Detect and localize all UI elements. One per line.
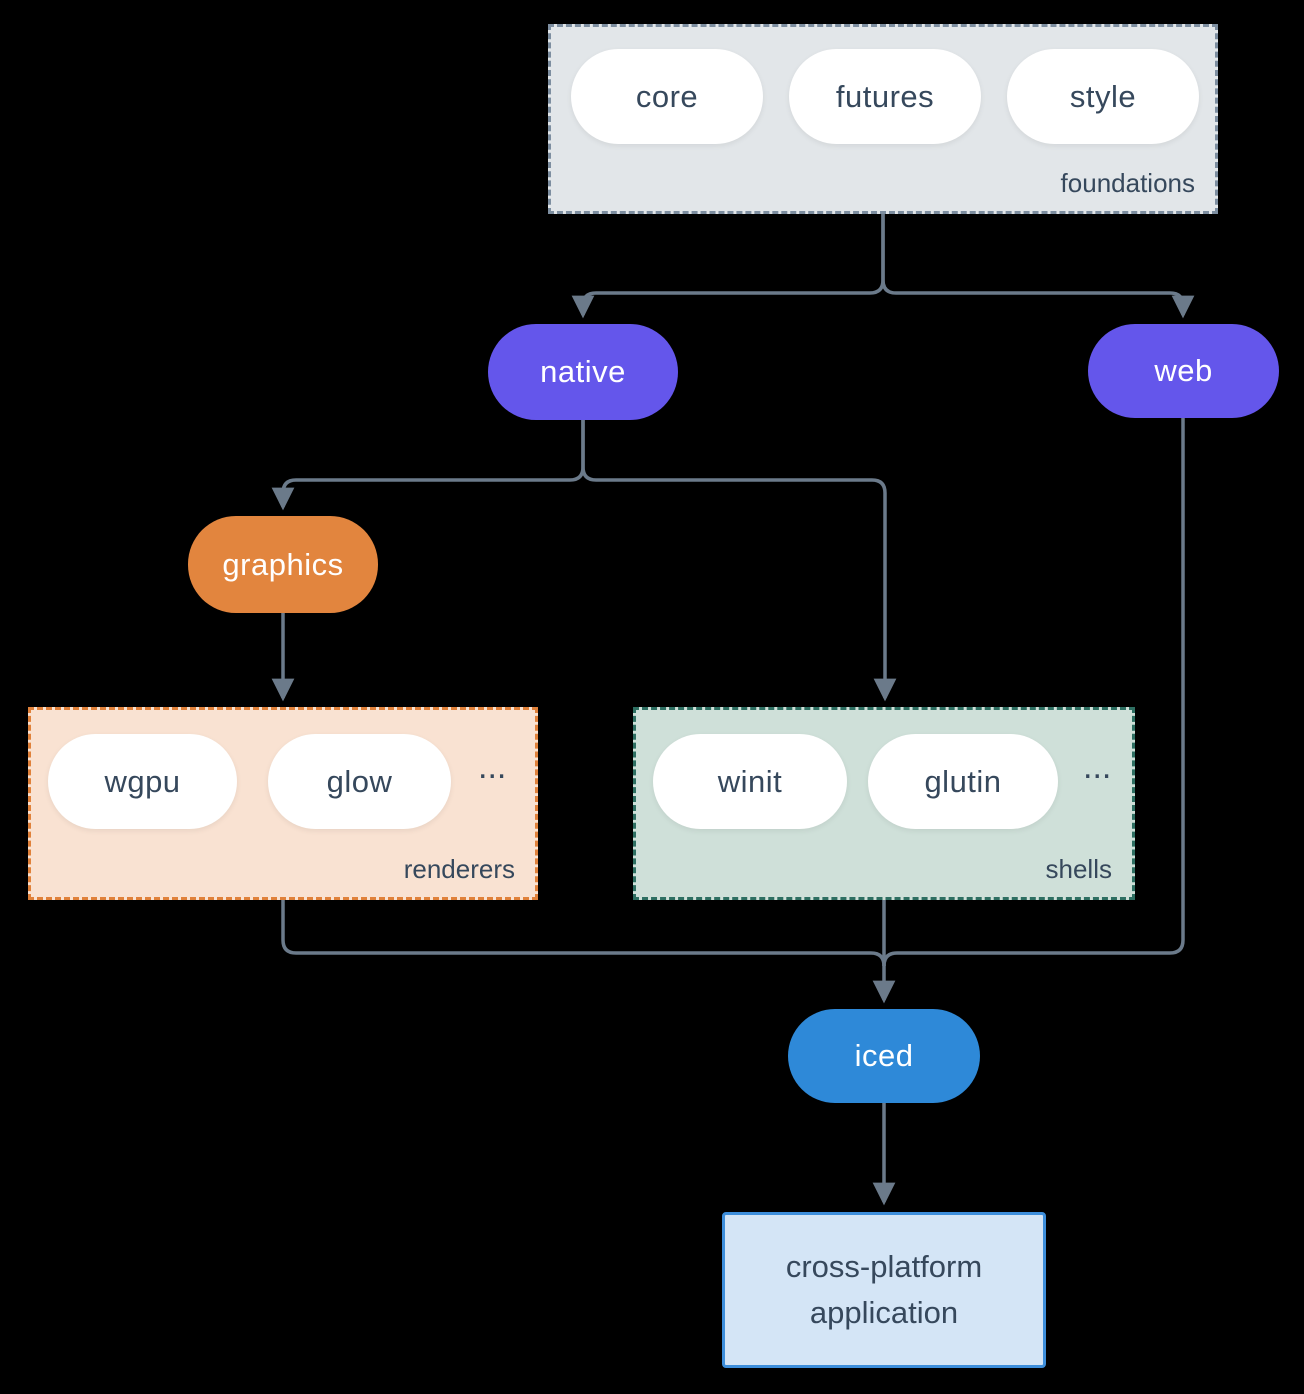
node-wgpu: wgpu bbox=[48, 734, 237, 829]
node-futures: futures bbox=[789, 49, 981, 144]
group-foundations: core futures style foundations bbox=[548, 24, 1218, 214]
node-web: web bbox=[1088, 324, 1279, 418]
group-shells: winit glutin ... shells bbox=[633, 707, 1135, 900]
node-glow: glow bbox=[268, 734, 451, 829]
application-label-line1: cross-platform bbox=[785, 1248, 983, 1284]
node-graphics: graphics bbox=[188, 516, 378, 613]
group-renderers: wgpu glow ... renderers bbox=[28, 707, 538, 900]
edge-native-shells bbox=[581, 420, 897, 702]
group-foundations-label: foundations bbox=[1060, 168, 1195, 198]
node-iced: iced bbox=[788, 1009, 980, 1103]
node-core: core bbox=[571, 49, 763, 144]
node-winit: winit bbox=[653, 734, 847, 829]
node-native: native bbox=[488, 324, 678, 420]
edge-foundations-web bbox=[881, 214, 1195, 319]
application-label-line2: application bbox=[809, 1295, 959, 1330]
edge-foundations-native bbox=[571, 214, 885, 319]
node-cross-platform-application: cross-platform application bbox=[722, 1212, 1046, 1368]
edge-native-graphics bbox=[271, 420, 585, 511]
node-glutin: glutin bbox=[868, 734, 1058, 829]
group-renderers-label: renderers bbox=[403, 854, 515, 884]
edge-renderers-iced bbox=[281, 900, 886, 967]
node-style: style bbox=[1007, 49, 1199, 144]
group-shells-label: shells bbox=[1045, 854, 1112, 884]
renderers-ellipsis: ... bbox=[478, 748, 507, 786]
shells-ellipsis: ... bbox=[1083, 748, 1112, 786]
